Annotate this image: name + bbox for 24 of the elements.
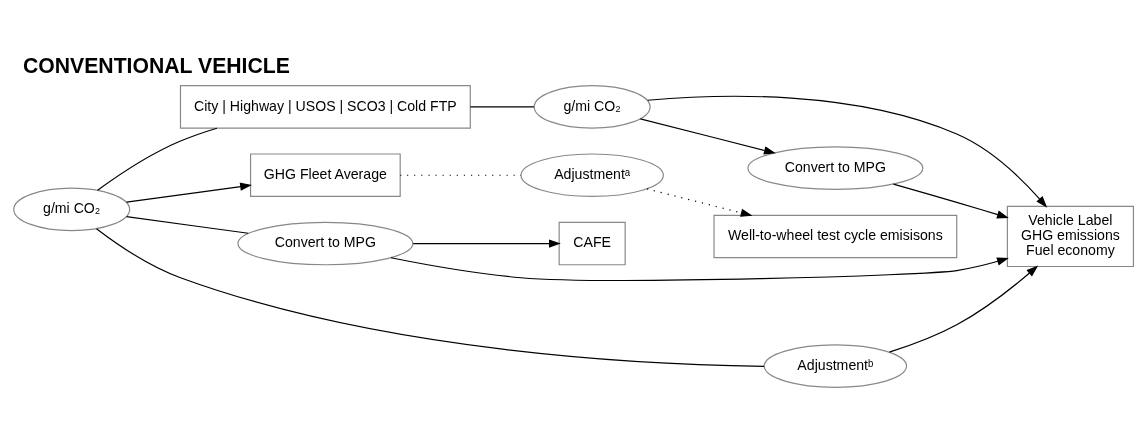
diagram-title: CONVENTIONAL VEHICLE xyxy=(22,53,290,77)
node-box: Vehicle Label GHG emissions Fuel economy xyxy=(1006,205,1134,267)
connector xyxy=(95,227,765,367)
arrow xyxy=(125,182,252,203)
node-ellipse: Convert to MPG xyxy=(237,221,414,265)
arrow xyxy=(390,256,1009,281)
node-box: Well-to-wheel test cycle emisisons xyxy=(713,214,958,258)
arrow xyxy=(647,95,1048,208)
connector xyxy=(399,174,522,176)
node-ellipse: g/mi CO₂ xyxy=(13,187,131,231)
arrow xyxy=(892,183,1009,218)
arrow xyxy=(888,265,1039,353)
node-box: City | Highway | USOS | SCO3 | Cold FTP xyxy=(179,84,471,129)
node-ellipse: Adjustmentᵇ xyxy=(763,343,908,388)
connector xyxy=(469,105,535,107)
node-box: CAFE xyxy=(558,221,626,265)
arrow xyxy=(639,117,776,154)
arrow xyxy=(412,238,561,248)
node-box: GHG Fleet Average xyxy=(249,152,401,197)
arrow xyxy=(646,187,753,217)
node-ellipse: g/mi CO₂ xyxy=(533,84,651,129)
connector xyxy=(125,215,249,234)
node-ellipse: Adjustmentᵃ xyxy=(520,152,664,197)
connector xyxy=(97,127,218,191)
